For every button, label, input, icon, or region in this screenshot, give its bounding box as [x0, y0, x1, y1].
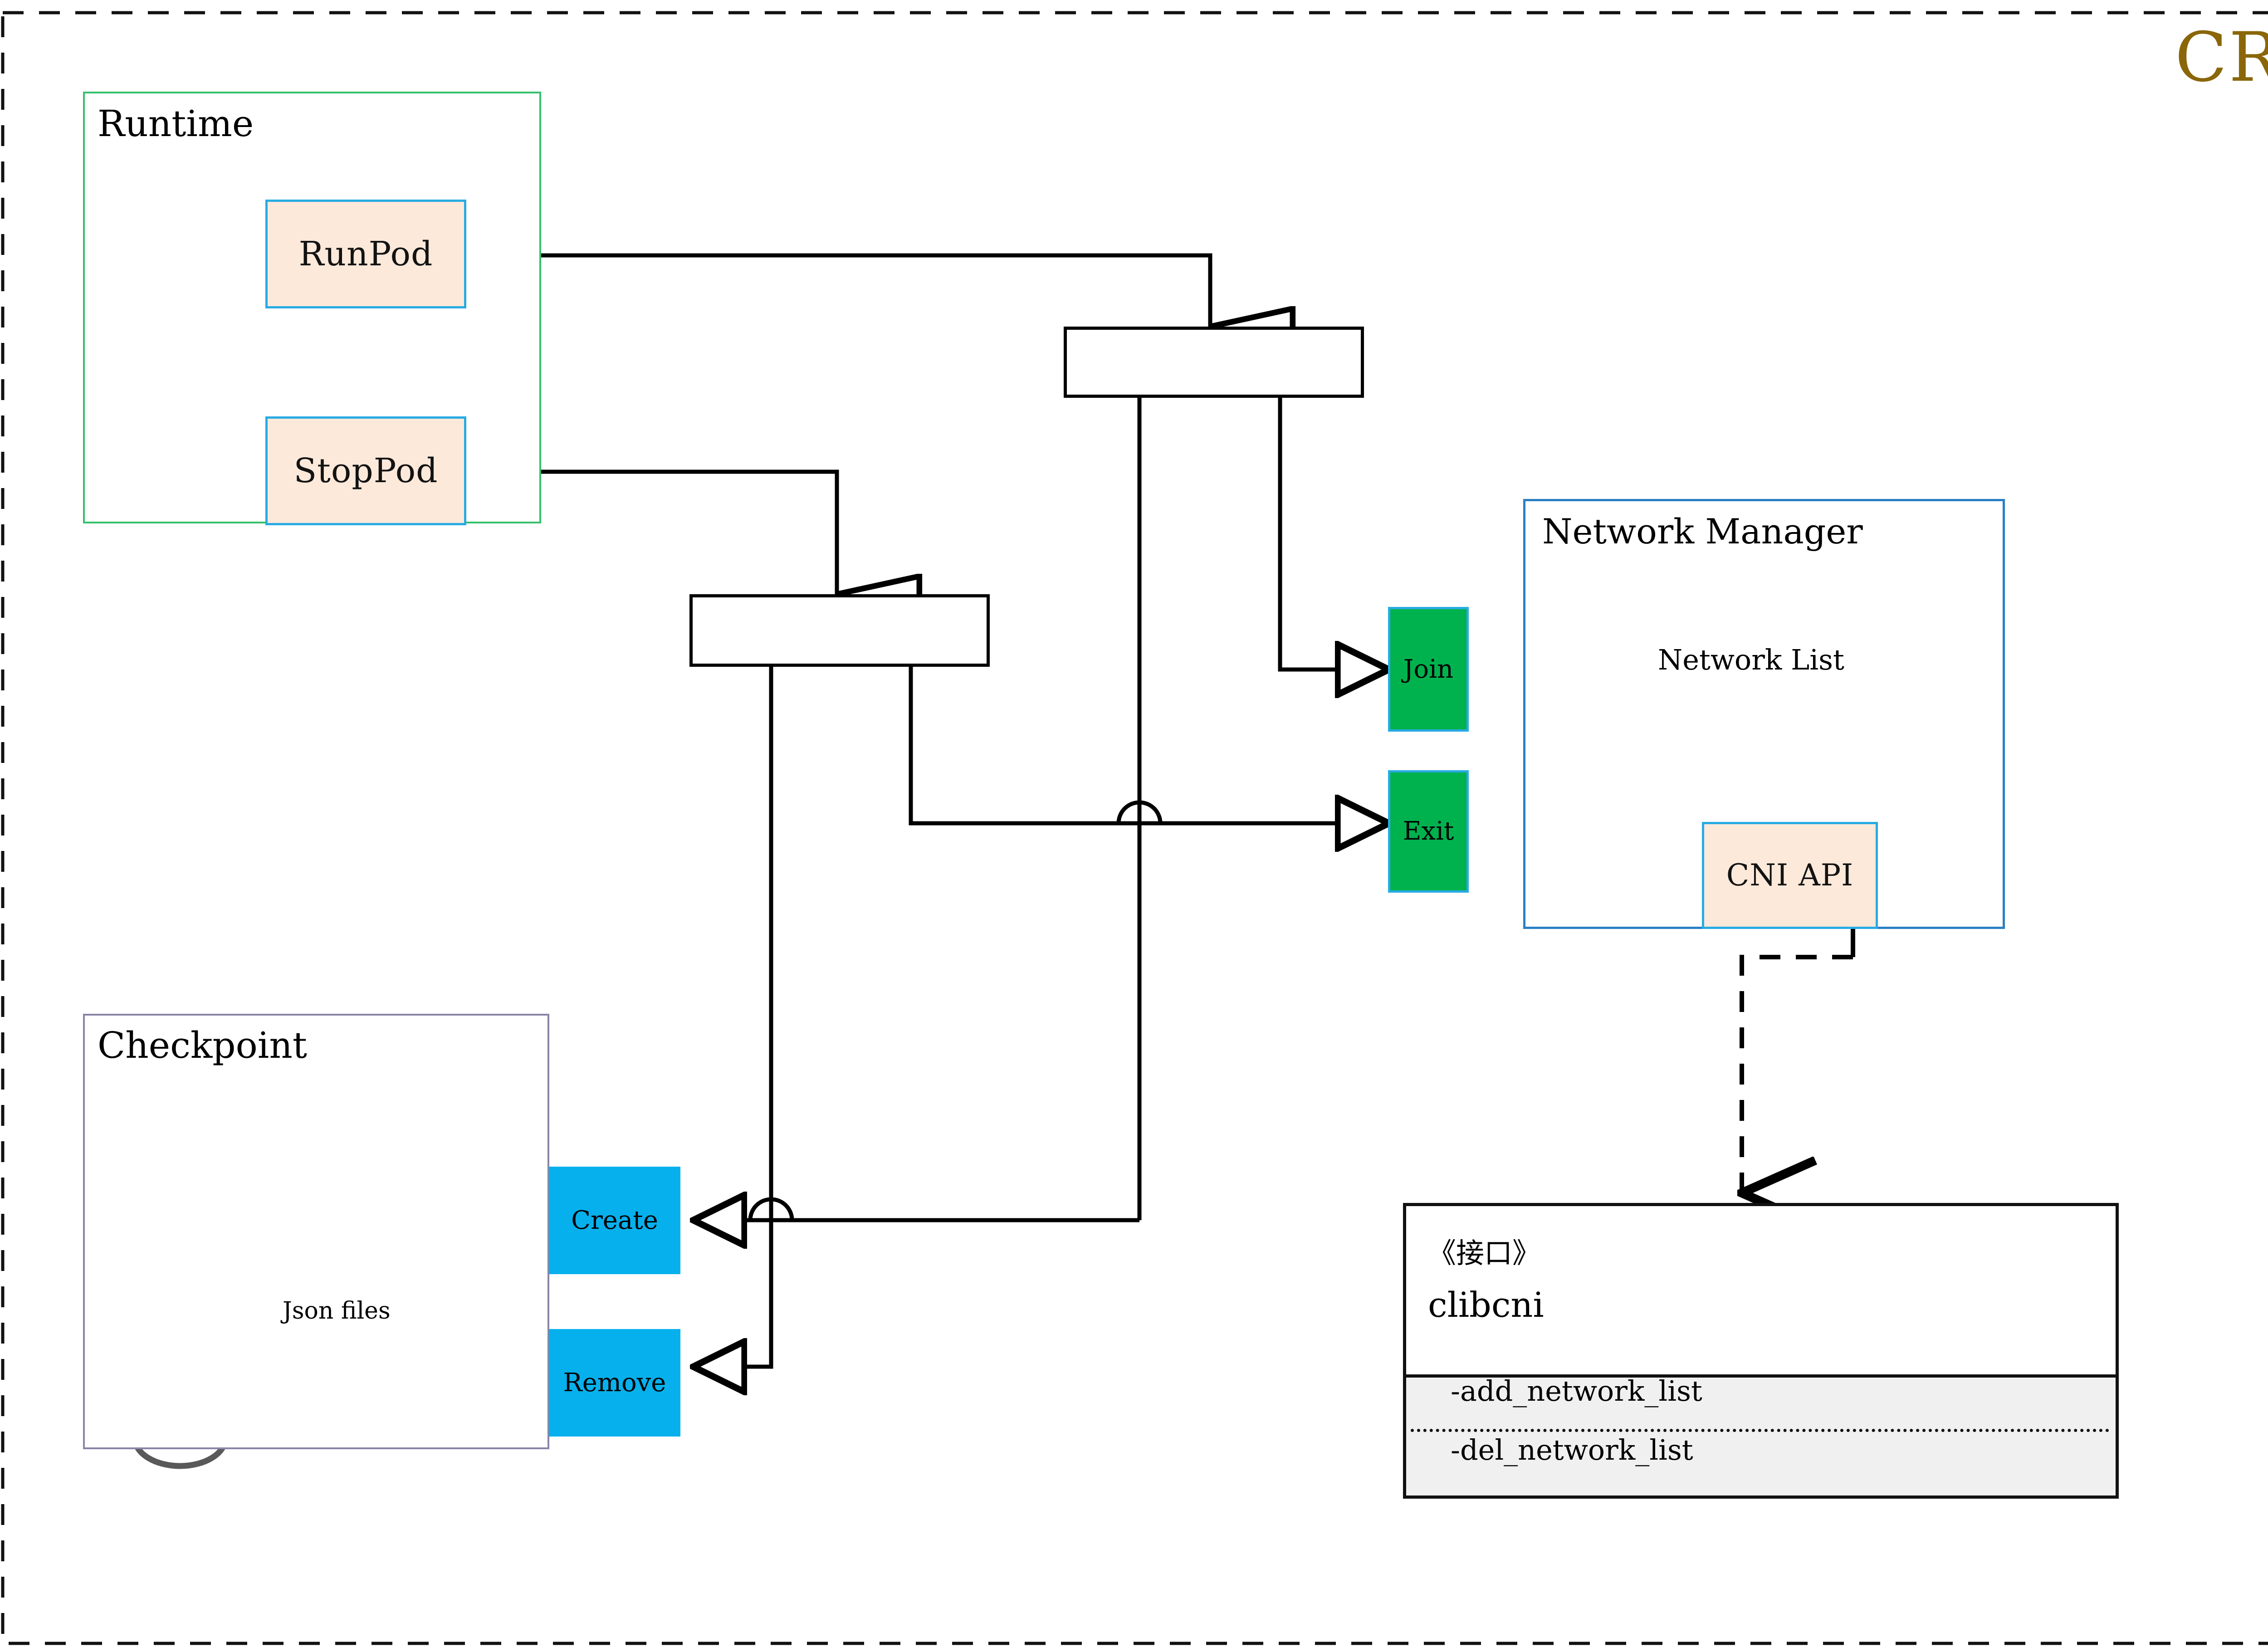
runpod-label: RunPod: [298, 235, 433, 274]
page-title: CRI: [2175, 18, 2268, 97]
network-manager-title: Network Manager: [1542, 511, 1863, 552]
join-label: Join: [1403, 654, 1454, 684]
exit-label: Exit: [1403, 816, 1454, 846]
cni-api-box[interactable]: CNI API: [1702, 822, 1878, 929]
run-fork-bar: [1064, 327, 1364, 398]
clibcni-operations-compartment: [1406, 1374, 2116, 1495]
edge-cniapi-to-clibcni-dashed: [1742, 955, 1853, 1193]
remove-label: Remove: [563, 1368, 666, 1398]
edge-fork2-left-to-remove: [694, 1220, 773, 1367]
stoppod-label: StopPod: [293, 451, 438, 490]
clibcni-name: clibcni: [1428, 1285, 1544, 1325]
edge-runpod-to-fork: [465, 253, 1210, 327]
line-hop-create: [748, 1197, 794, 1221]
clibcni-interface-box: [1403, 1203, 2119, 1499]
json-files-label: Json files: [283, 1297, 391, 1324]
clibcni-op-separator: [1411, 1429, 2109, 1432]
runtime-title: Runtime: [98, 103, 254, 145]
clibcni-op-del: -del_network_list: [1451, 1433, 1693, 1466]
edge-fork1-right-to-join: [1278, 391, 1388, 670]
clibcni-op-add: -add_network_list: [1451, 1374, 1702, 1408]
clibcni-stereotype: 《接口》: [1428, 1236, 1541, 1270]
checkpoint-title: Checkpoint: [98, 1024, 307, 1066]
checkpoint-container: [83, 1014, 549, 1449]
stoppod-box[interactable]: StopPod: [265, 416, 466, 525]
cni-api-label: CNI API: [1726, 858, 1854, 893]
exit-port[interactable]: Exit: [1388, 770, 1469, 893]
network-list-label: Network List: [1658, 643, 1844, 676]
join-port[interactable]: Join: [1388, 607, 1469, 732]
runpod-box[interactable]: RunPod: [265, 200, 466, 308]
stop-fork-bar: [689, 594, 990, 667]
create-op[interactable]: Create: [549, 1167, 680, 1274]
line-hop-exit: [1116, 800, 1163, 824]
edge-fork2-right-to-exit: [909, 660, 1388, 823]
remove-op[interactable]: Remove: [549, 1329, 680, 1437]
create-label: Create: [571, 1205, 658, 1235]
